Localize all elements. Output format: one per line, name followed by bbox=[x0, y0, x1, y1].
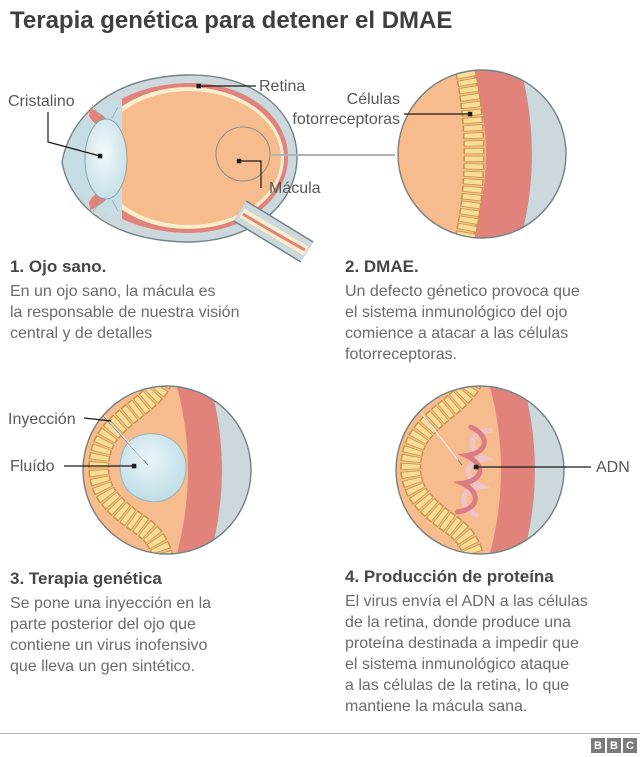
bbc-logo-letter-2: B bbox=[607, 738, 621, 753]
step-1-heading: 1. Ojo sano. bbox=[10, 257, 107, 276]
bbc-logo-letter-3: C bbox=[623, 738, 637, 753]
macula-highlight-ring bbox=[215, 126, 271, 182]
injection-illustration bbox=[82, 385, 252, 555]
step-4-body: El virus envía el ADN a las células de l… bbox=[345, 593, 588, 715]
label-retina: Retina bbox=[259, 78, 306, 95]
fluid-blob bbox=[119, 433, 187, 503]
step-3: 3. Terapia genética Se pone una inyecció… bbox=[10, 569, 330, 677]
photoreceptor-cells bbox=[453, 70, 485, 238]
retina-dot bbox=[196, 83, 201, 89]
optic-nerve bbox=[233, 200, 314, 263]
macula-connector bbox=[241, 160, 262, 188]
eye-vitreous bbox=[97, 91, 281, 225]
magnified-retina-view bbox=[397, 69, 567, 239]
choroid-band bbox=[470, 70, 532, 238]
page-title: Terapia genética para detener el DMAE bbox=[10, 7, 453, 34]
photoreceptor-dot bbox=[467, 111, 473, 117]
step-2-body: Un defecto génetico provoca que el siste… bbox=[345, 283, 580, 363]
bbc-logo: B B C bbox=[591, 738, 637, 753]
circle-outline bbox=[395, 385, 565, 555]
choroid-band bbox=[489, 386, 535, 554]
label-macula: Mácula bbox=[269, 180, 321, 197]
step-1-body: En un ojo sano, la mácula es la responsa… bbox=[10, 283, 240, 342]
footer-divider bbox=[0, 733, 640, 734]
label-fotorreceptoras: Células fotorreceptoras bbox=[292, 91, 400, 128]
label-fluido: Fluído bbox=[10, 458, 55, 475]
label-cristalino: Cristalino bbox=[8, 93, 75, 110]
circle-outline bbox=[397, 69, 567, 239]
lens-zonules bbox=[91, 104, 119, 214]
adn-dot bbox=[473, 464, 479, 470]
inyeccion-connector bbox=[83, 417, 112, 422]
label-adn: ADN bbox=[596, 459, 630, 476]
label-connectors bbox=[47, 83, 591, 470]
choroid-band bbox=[176, 386, 222, 554]
circle-outline bbox=[82, 385, 252, 555]
label-inyeccion: Inyección bbox=[8, 411, 76, 428]
step-2-heading: 2. DMAE. bbox=[345, 257, 419, 276]
photoreceptor-cells bbox=[88, 386, 174, 554]
step-1: 1. Ojo sano. En un ojo sano, la mácula e… bbox=[10, 257, 330, 344]
step-4-heading: 4. Producción de proteína bbox=[345, 567, 554, 586]
fluido-dot bbox=[131, 463, 137, 469]
bbc-logo-letter-1: B bbox=[591, 738, 605, 753]
step-4: 4. Producción de proteína El virus envía… bbox=[345, 567, 640, 717]
eye-lens bbox=[84, 118, 128, 200]
dna-delivery-illustration bbox=[395, 385, 565, 555]
dna-helix bbox=[452, 424, 496, 518]
cristalino-connector bbox=[47, 112, 101, 157]
step-3-body: Se pone una inyección en la parte poster… bbox=[10, 595, 212, 675]
cristalino-dot bbox=[97, 153, 103, 159]
healthy-eye-illustration bbox=[61, 74, 314, 263]
photoreceptor-cells bbox=[400, 386, 485, 554]
macula-dot bbox=[236, 158, 242, 164]
step-2: 2. DMAE. Un defecto génetico provoca que… bbox=[345, 257, 640, 365]
step-3-heading: 3. Terapia genética bbox=[10, 569, 162, 588]
